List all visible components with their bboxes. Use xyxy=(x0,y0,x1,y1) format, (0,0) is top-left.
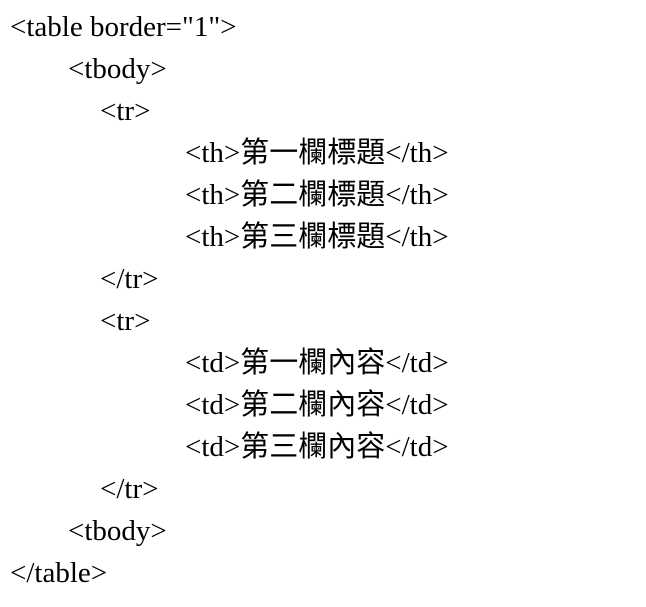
code-line: <tr> xyxy=(100,305,151,337)
code-line: <td>第一欄內容</td> xyxy=(185,347,449,379)
code-line: </tr> xyxy=(100,473,159,505)
code-line: <tbody> xyxy=(68,53,167,85)
code-line: <th>第三欄標題</th> xyxy=(185,221,449,253)
code-line: <td>第二欄內容</td> xyxy=(185,389,449,421)
code-line: <table border="1"> xyxy=(10,11,237,43)
code-line: <th>第二欄標題</th> xyxy=(185,179,449,211)
code-line: </tr> xyxy=(100,263,159,295)
code-line: <tr> xyxy=(100,95,151,127)
code-line: <th>第一欄標題</th> xyxy=(185,137,449,169)
code-line: <tbody> xyxy=(68,515,167,547)
code-line: </table> xyxy=(10,557,108,589)
code-line: <td>第三欄內容</td> xyxy=(185,431,449,463)
